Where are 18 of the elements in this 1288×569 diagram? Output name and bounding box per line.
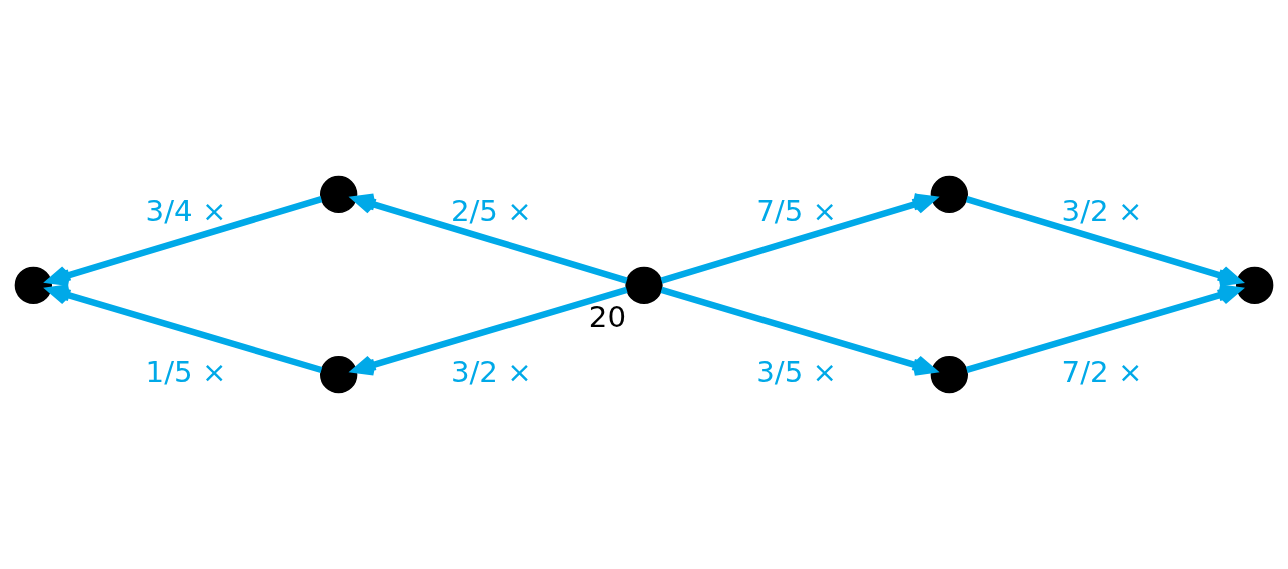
node-circle bbox=[1236, 266, 1274, 304]
node-circle bbox=[320, 175, 358, 214]
edge-label: 7/2 × bbox=[1061, 354, 1143, 389]
edge-label: 2/5 × bbox=[450, 194, 532, 228]
edge-label: 3/5 × bbox=[756, 354, 838, 389]
node-label: 20 bbox=[588, 299, 627, 334]
arrow bbox=[965, 196, 1242, 287]
edge-label: 3/2 × bbox=[450, 354, 532, 389]
arrow bbox=[965, 284, 1242, 374]
node-circle bbox=[930, 355, 968, 394]
node-circle bbox=[14, 266, 52, 304]
node-circle bbox=[930, 175, 968, 214]
edge-label: 7/5 × bbox=[756, 194, 838, 228]
edge-label: 3/4 × bbox=[145, 194, 227, 228]
edge-label: 1/5 × bbox=[145, 354, 227, 389]
node-circle bbox=[625, 266, 663, 304]
node-circle bbox=[320, 355, 358, 394]
edge-label: 3/2 × bbox=[1061, 194, 1143, 228]
